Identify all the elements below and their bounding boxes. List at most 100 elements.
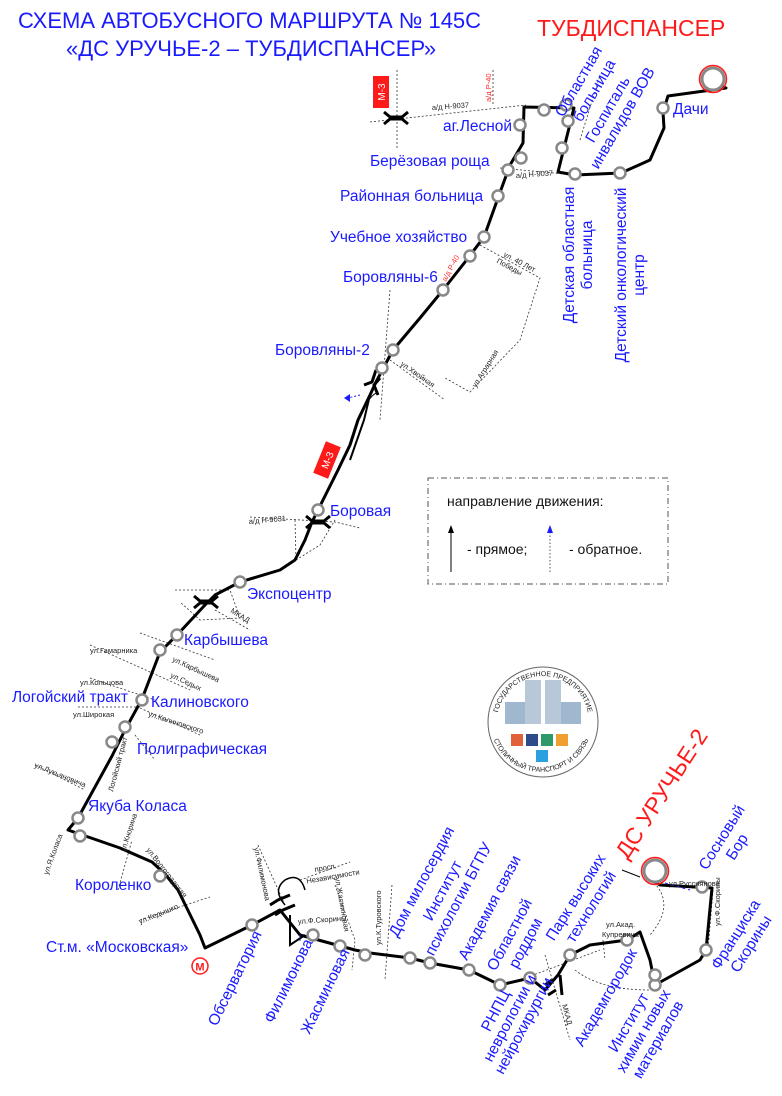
- road-label: а/д Н-9037: [432, 100, 470, 112]
- bus-stop-marker[interactable]: [358, 948, 372, 962]
- bus-stop-marker[interactable]: [695, 880, 709, 894]
- bus-stop-marker[interactable]: [555, 141, 569, 155]
- svg-text:М: М: [195, 962, 204, 974]
- stop-label-uchebnoe: Учебное хозяйство: [330, 229, 467, 246]
- road-label: а/д Н-9031: [248, 514, 286, 526]
- bus-stop-marker[interactable]: [477, 230, 491, 244]
- road-label: ул.Жасминовая: [333, 877, 351, 933]
- legend-title: направление движения:: [447, 493, 604, 509]
- bus-stop-marker[interactable]: [523, 971, 537, 985]
- bus-stop-marker[interactable]: [491, 189, 505, 203]
- route-branch-reverse: [349, 394, 371, 461]
- bus-stop-marker[interactable]: [656, 101, 670, 115]
- stops-layer: [71, 98, 713, 992]
- reverse-direction-arrow: [664, 882, 691, 891]
- bus-stop-marker[interactable]: [245, 918, 259, 932]
- bus-stop-marker[interactable]: [375, 361, 389, 375]
- turn-loop: [277, 876, 306, 906]
- bus-stop-marker[interactable]: [493, 978, 507, 992]
- bus-stop-marker[interactable]: [105, 735, 119, 749]
- bus-stop-marker[interactable]: [514, 151, 528, 165]
- road-label: ул.Филимонова: [252, 847, 272, 903]
- route-loop-segment: [289, 915, 306, 947]
- interchange-icons: [193, 110, 564, 997]
- bus-stop-marker[interactable]: [513, 118, 527, 132]
- stop-label-sosnovy: СосновыйБор: [696, 802, 764, 882]
- bus-stop-marker[interactable]: [153, 869, 167, 883]
- bus-stop-marker[interactable]: [648, 968, 662, 982]
- bus-stop-marker[interactable]: [613, 166, 627, 180]
- map-title-line1: СХЕМА АВТОБУСНОГО МАРШРУТА № 145С: [18, 8, 481, 33]
- stop-label-korolenko: Короленко: [75, 877, 151, 894]
- reverse-arrowhead-icon: [344, 394, 350, 402]
- highway-m3-badge: М-3: [313, 441, 341, 479]
- bus-stop-marker[interactable]: [233, 575, 247, 589]
- company-logo: ГОСУДАРСТВЕННОЕ ПРЕДПРИЯТИЕ СТОЛИЧНЫЙ ТР…: [487, 666, 599, 778]
- bus-stop-marker[interactable]: [386, 343, 400, 357]
- road-label: ул.Ф.Скорины: [713, 877, 722, 926]
- bus-stop-marker[interactable]: [71, 811, 85, 825]
- bus-stop-marker[interactable]: [462, 963, 476, 977]
- stop-label-dachi: Дачи: [673, 101, 709, 118]
- bus-stop-marker[interactable]: [306, 928, 320, 942]
- stop-label-borovlyany2: Боровляны-2: [275, 342, 370, 359]
- legend-forward-label: - прямое;: [467, 541, 527, 557]
- stop-label-detskaya-obl: Детская областнаябольница: [561, 187, 596, 324]
- terminal-south-icon[interactable]: [640, 856, 670, 886]
- stop-label-borovaya: Боровая: [330, 503, 391, 520]
- road-label: а/д Р-40: [484, 73, 493, 102]
- road-label: ул.Кольцова: [80, 678, 124, 687]
- map-title-line2: «ДС УРУЧЬЕ-2 – ТУБДИСПАНСЕР»: [66, 36, 436, 61]
- bus-stop-marker[interactable]: [561, 114, 575, 128]
- bus-stop-marker[interactable]: [153, 643, 167, 657]
- stop-label-onko: Детский онкологическийцентр: [613, 188, 648, 363]
- bus-stop-marker[interactable]: [463, 249, 477, 263]
- road-label: ул.Калиновского: [147, 709, 204, 735]
- stop-label-moskovskaya: Ст.м. «Московская»: [46, 939, 188, 956]
- bus-stop-marker[interactable]: [537, 103, 551, 117]
- bus-stop-marker[interactable]: [118, 720, 132, 734]
- bus-stop-marker[interactable]: [311, 503, 325, 517]
- legend-backward-label: - обратное.: [569, 541, 642, 557]
- stop-label-logoysky: Логойский тракт: [12, 689, 128, 706]
- bus-stop-marker[interactable]: [501, 163, 515, 177]
- stop-label-kolasa: Якуба Коласа: [88, 798, 187, 815]
- bus-stop-marker[interactable]: [563, 948, 577, 962]
- road-label: ул.Широкая: [73, 710, 114, 719]
- road-label: ул.К.Туровского: [374, 890, 383, 945]
- stop-label-expocentr: Экспоцентр: [247, 586, 331, 603]
- road-label: ул.Лукьяновича: [33, 761, 88, 790]
- stop-label-rayonnaya: Районная больница: [340, 188, 484, 205]
- road-label: ул.Хвойная: [399, 359, 437, 389]
- bus-stop-marker[interactable]: [568, 167, 582, 181]
- road-label: МКАД: [229, 606, 252, 625]
- stop-label-rnpc: РНПЦневрологии инейрохирургии: [463, 960, 556, 1077]
- bus-stop-marker[interactable]: [559, 98, 573, 112]
- bus-stop-marker[interactable]: [699, 943, 713, 957]
- stop-label-borovlyany6: Боровляны-6: [343, 269, 438, 286]
- highway-m3-badge: М-3: [373, 76, 389, 108]
- stop-label-poligraf: Полиграфическая: [137, 741, 267, 758]
- legend: направление движения: - прямое; - обратн…: [427, 477, 669, 585]
- terminal-south-label: ДС УРУЧЬЕ-2: [610, 724, 713, 863]
- road-label: ул.Акад.Купревича: [602, 920, 640, 939]
- bus-stop-marker[interactable]: [436, 283, 450, 297]
- road-label: ул.Кедышко: [137, 902, 179, 926]
- terminal-north-icon[interactable]: [698, 64, 728, 94]
- bus-stop-marker[interactable]: [73, 829, 87, 843]
- bus-stop-marker[interactable]: [135, 693, 149, 707]
- road-label: ул.Руссиянова: [669, 879, 721, 888]
- bus-stop-marker[interactable]: [333, 939, 347, 953]
- bus-stop-marker[interactable]: [170, 628, 184, 642]
- forward-direction-arrow: [621, 869, 641, 878]
- bus-stop-marker[interactable]: [620, 933, 634, 947]
- road-label: ул.Гамарника: [90, 646, 138, 655]
- side-streets: [34, 70, 714, 1041]
- terminal-north-label: ТУБДИСПАНСЕР: [537, 15, 725, 41]
- bus-stop-marker[interactable]: [423, 956, 437, 970]
- bus-stop-marker[interactable]: [403, 951, 417, 965]
- stop-label-berezovaya: Берёзовая роща: [370, 153, 490, 170]
- stop-labels: Дачи аг.Лесной Берёзовая роща Районная б…: [12, 101, 709, 956]
- road-label: просп.Независимости: [304, 857, 360, 885]
